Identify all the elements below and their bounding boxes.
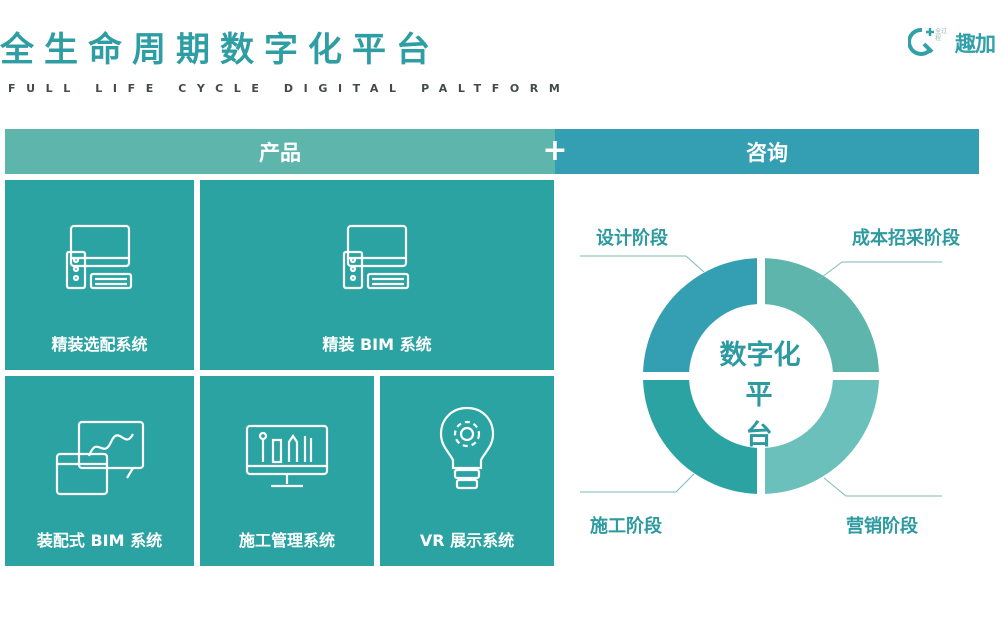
product-tile-fitout-bim[interactable]: 精装 BIM 系统 [200,180,554,370]
products-bar-label: 产品 [259,140,301,165]
page-title: 全生命周期数字化平台 [0,30,440,70]
products-bar: 产品 [5,129,555,174]
monitor-tools-icon [245,424,329,488]
ring-segment [643,258,758,373]
product-label: VR 展示系统 [419,531,515,550]
brand-logo-icon [908,27,934,56]
stage-label-design: 设计阶段 [596,228,668,249]
computer-icon [65,224,133,290]
lightbulb-gear-icon [439,406,495,490]
product-tile-fitout-selection[interactable]: 精装选配系统 [5,180,194,370]
logo-text: 趣加 [955,32,996,56]
product-label: 精装选配系统 [51,335,148,354]
product-tile-prefab-bim[interactable]: 装配式 BIM 系统 [5,376,194,566]
product-tile-construction-mgmt[interactable]: 施工管理系统 [200,376,374,566]
page-subtitle: FULL LIFE CYCLE DIGITAL PALTFORM [8,82,571,95]
stage-label-cost-procurement: 成本招采阶段 [852,228,960,249]
consulting-bar: 咨询 [555,129,979,174]
ring-segment [764,379,879,494]
computer-icon [342,224,410,290]
stage-label-construction: 施工阶段 [590,516,662,537]
product-label: 装配式 BIM 系统 [36,531,163,550]
platform-center-line1: 数字化 [719,340,801,371]
ring-segment [643,379,758,494]
plus-icon: + [542,132,568,168]
stage-label-marketing: 营销阶段 [846,516,918,537]
consulting-bar-label: 咨询 [746,140,788,165]
platform-center-text: 数字化 平台 [700,336,820,456]
drawing-tablet-icon [55,420,145,496]
product-tile-vr-display[interactable]: VR 展示系统 [380,376,554,566]
platform-ring [580,255,942,497]
ring-segment [764,258,879,373]
platform-center-line2: 平台 [745,380,801,451]
logo-small-text: 全过程 [935,28,948,42]
product-label: 精装 BIM 系统 [322,335,432,354]
product-label: 施工管理系统 [238,531,335,550]
